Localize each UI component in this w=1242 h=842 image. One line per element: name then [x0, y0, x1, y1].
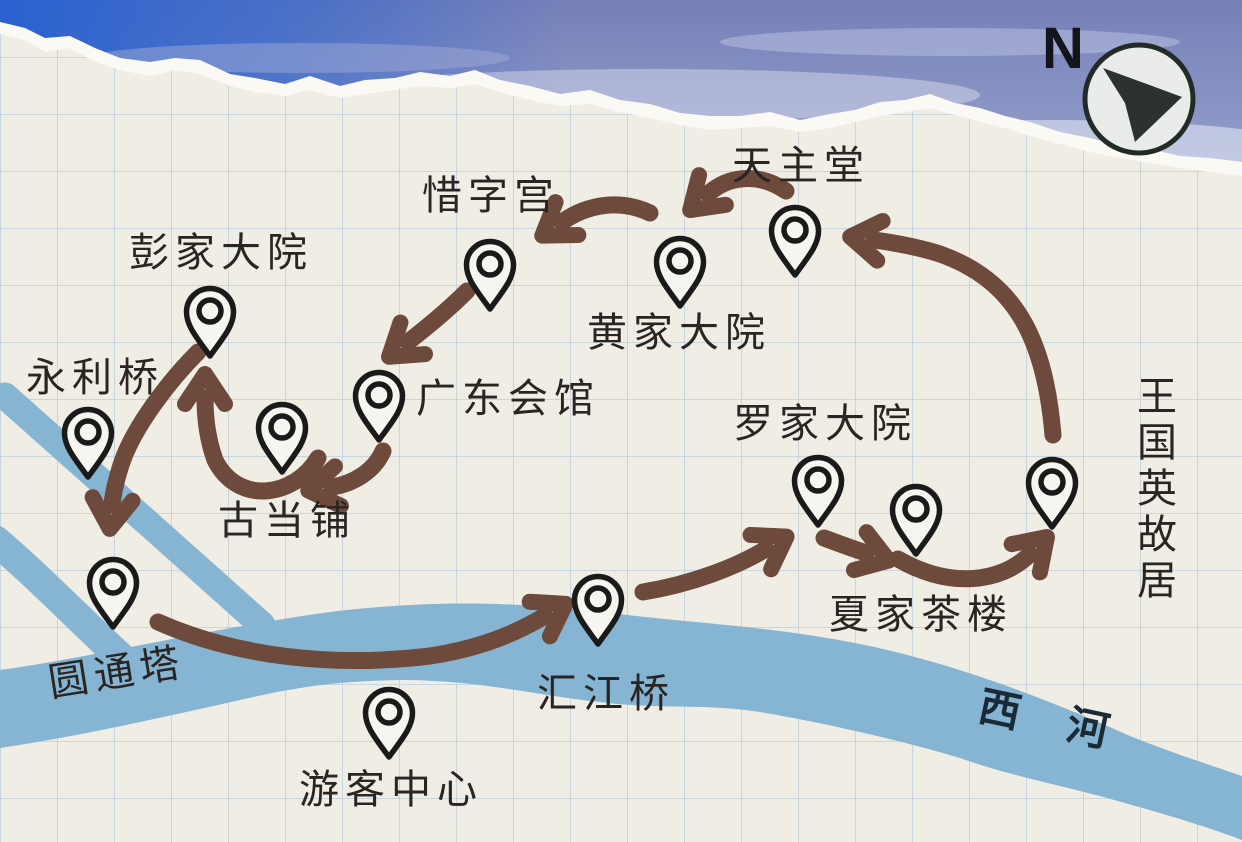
compass-north-label: N: [1042, 16, 1084, 81]
route-arrow-huijiang-bridge-to-luo-family-courtyard: [634, 526, 795, 601]
compass-needle-icon: [1103, 68, 1182, 142]
cloud: [720, 28, 1180, 56]
route-arrow-xizi-palace-to-guangdong-guild-hall: [381, 282, 476, 365]
route-arrow-huang-family-courtyard-to-xizi-palace: [534, 194, 659, 244]
route-arrow-old-pawnshop-to-peng-family-courtyard: [177, 366, 327, 500]
compass: N: [1042, 16, 1196, 156]
route-arrow-wang-guoying-residence-to-catholic-church: [842, 212, 1062, 444]
route-arrow-xia-family-teahouse-to-wang-guoying-residence: [889, 529, 1055, 588]
route-arrow-catholic-church-to-huang-family-courtyard: [682, 167, 795, 219]
route-arrow-luo-family-courtyard-to-xia-family-teahouse: [815, 524, 897, 579]
route-arrow-guangdong-guild-hall-to-old-pawnshop: [300, 442, 392, 514]
route-arrows: [84, 167, 1062, 670]
route-arrow-yuantong-pagoda-to-huijiang-bridge: [149, 593, 574, 670]
route-arrow-peng-family-courtyard-to-yuantong-pagoda: [84, 343, 207, 537]
